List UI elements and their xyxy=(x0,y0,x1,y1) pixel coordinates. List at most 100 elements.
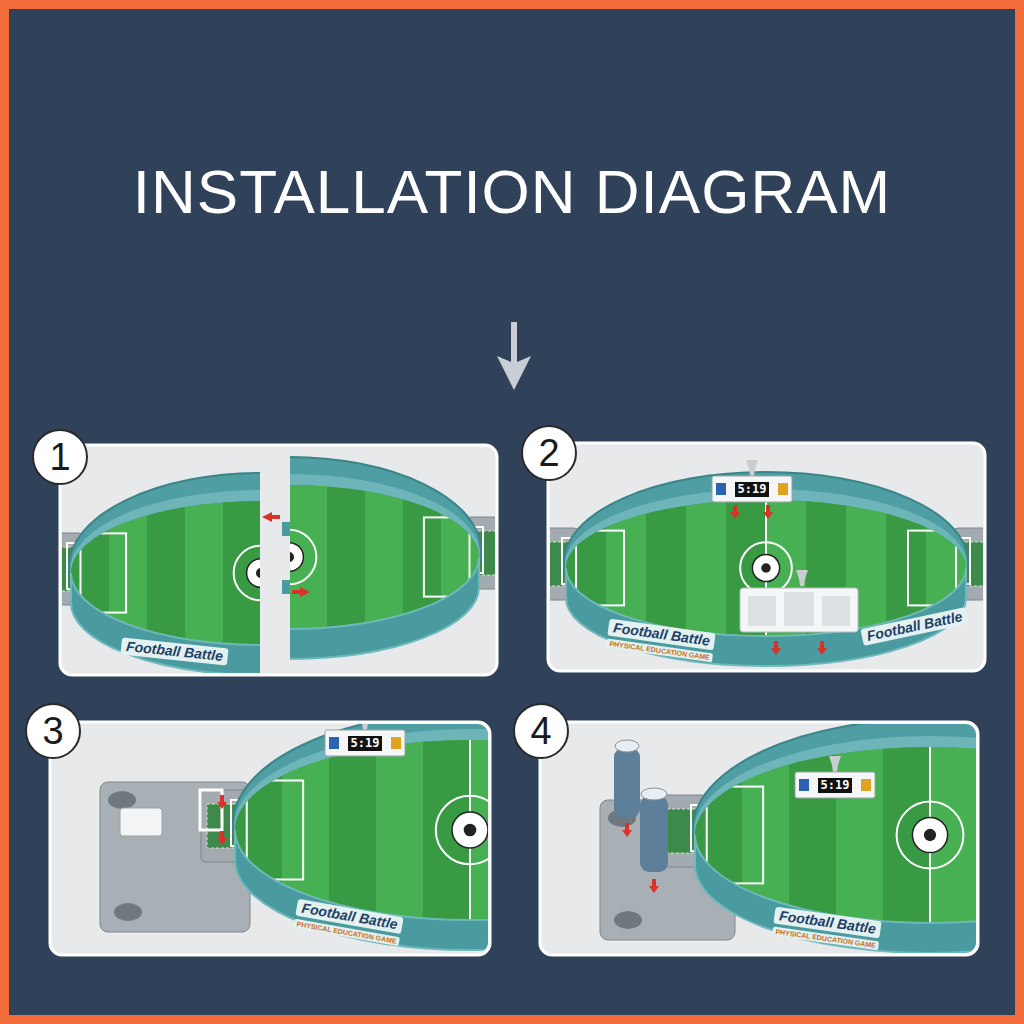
down-arrow xyxy=(497,322,531,390)
score-display: 5:19 xyxy=(735,482,770,497)
step-number-circle: 1 xyxy=(32,429,88,485)
step-number-circle: 3 xyxy=(25,703,81,759)
connector-tab xyxy=(282,522,290,536)
scoreboard-badge xyxy=(716,483,726,495)
field-stripe xyxy=(147,501,185,645)
scoreboard xyxy=(712,476,792,502)
penalty-box xyxy=(81,533,127,612)
field-markings xyxy=(648,747,976,923)
stand-slot xyxy=(748,596,776,626)
handle-cup xyxy=(114,903,142,921)
front-wall xyxy=(71,573,260,673)
field-stripe xyxy=(62,501,71,645)
penalty-box xyxy=(908,531,956,606)
field-stripe xyxy=(329,740,376,920)
penalty-box xyxy=(707,787,763,884)
field-stripe xyxy=(966,500,983,636)
handle xyxy=(614,748,640,818)
front-wall xyxy=(695,835,976,953)
front-wall xyxy=(290,557,479,659)
ball xyxy=(452,812,488,848)
trophy xyxy=(746,460,758,476)
goal-net-white xyxy=(120,808,162,836)
half-left-clip xyxy=(62,473,260,673)
red-arrow xyxy=(292,587,310,597)
trophy xyxy=(796,570,808,586)
panel-illustration xyxy=(600,724,976,953)
scoreboard-badge xyxy=(329,737,339,749)
score-display: 5:19 xyxy=(348,736,383,751)
step-number-circle: 2 xyxy=(521,425,577,481)
penalty-box xyxy=(424,517,470,596)
front-stand xyxy=(740,588,858,632)
field-stripe xyxy=(185,501,223,645)
step-number-circle: 4 xyxy=(513,703,569,759)
ball xyxy=(290,543,303,572)
red-arrow xyxy=(730,505,740,519)
field-stripe xyxy=(327,485,365,629)
field-stripe xyxy=(686,500,726,636)
scoreboard-badge xyxy=(861,779,871,791)
center-circle xyxy=(436,796,488,864)
front-wall xyxy=(235,830,488,950)
field-stripe xyxy=(188,740,235,920)
field-stripe xyxy=(479,485,495,629)
red-arrow xyxy=(817,641,827,655)
stand-slot xyxy=(822,596,850,626)
red-arrow xyxy=(763,505,773,519)
step-number: 4 xyxy=(530,711,551,751)
red-arrow xyxy=(217,831,227,845)
field-stripe xyxy=(646,500,686,636)
penalty-box xyxy=(576,531,624,606)
handle xyxy=(640,796,668,872)
scoreboard xyxy=(795,772,875,798)
panel xyxy=(60,445,497,675)
ball-patch xyxy=(761,563,771,573)
penalty-box xyxy=(247,781,303,880)
handle-base xyxy=(100,782,250,932)
handle-cap xyxy=(641,788,667,800)
field-stripe xyxy=(550,500,566,636)
ball xyxy=(912,817,947,852)
stand-slot xyxy=(784,592,814,626)
step-number: 1 xyxy=(49,437,70,477)
step-number: 2 xyxy=(538,433,559,473)
score-display: 5:19 xyxy=(818,778,853,793)
scoreboard-badge xyxy=(778,483,788,495)
center-circle xyxy=(234,546,260,601)
front-wall xyxy=(566,568,966,666)
center-circle xyxy=(897,802,964,869)
diagram-title: INSTALLATION DIAGRAM xyxy=(0,152,1024,232)
step-number: 3 xyxy=(42,711,63,751)
field-markings xyxy=(188,740,488,920)
trophy xyxy=(359,724,371,730)
handle-cap xyxy=(615,740,639,752)
red-arrow xyxy=(649,879,659,893)
panel xyxy=(548,443,985,671)
panel-illustration xyxy=(550,460,983,666)
field-stripe xyxy=(376,740,423,920)
half-left xyxy=(62,473,489,673)
red-arrow xyxy=(262,512,280,522)
ball-patch xyxy=(290,552,294,562)
center-circle xyxy=(740,542,792,594)
ball xyxy=(752,554,779,581)
red-arrow xyxy=(771,641,781,655)
ball-patch xyxy=(256,568,260,578)
ball xyxy=(247,559,260,588)
center-circle xyxy=(290,530,316,585)
ball-patch xyxy=(464,824,477,837)
red-arrow xyxy=(622,823,632,837)
panel-illustration xyxy=(62,457,495,673)
trophy xyxy=(829,756,841,772)
connector-tab xyxy=(282,580,290,594)
scoreboard-badge xyxy=(391,737,401,749)
ball-patch xyxy=(924,829,936,841)
half-right xyxy=(62,457,495,659)
scoreboard-badge xyxy=(799,779,809,791)
goal-frame xyxy=(200,790,222,830)
handle-cup xyxy=(108,791,136,809)
